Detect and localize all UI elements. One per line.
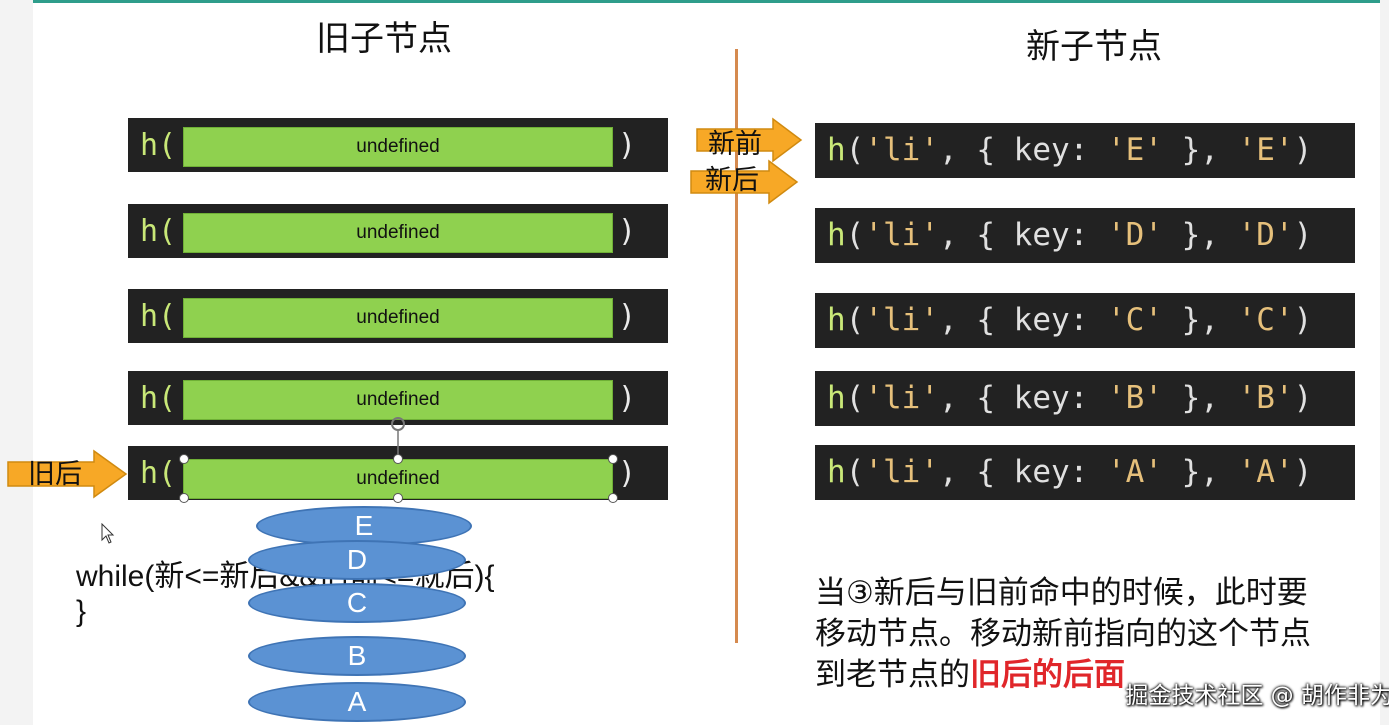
code-token: )	[1293, 380, 1313, 416]
undefined-bar: undefined	[183, 380, 613, 420]
old-vnode-row: h( undefined )	[128, 118, 668, 172]
undefined-bar: undefined	[183, 127, 613, 167]
code-token: , { key:	[939, 302, 1107, 338]
code-token: )	[1293, 132, 1313, 168]
code-token: },	[1162, 380, 1238, 416]
code-token: 'B'	[1237, 380, 1294, 416]
old-row-fn: h(	[140, 456, 177, 491]
resize-handle[interactable]	[393, 454, 403, 464]
code-token: 'C'	[1237, 302, 1294, 338]
undefined-bar: undefined	[183, 213, 613, 253]
code-token: 'D'	[1106, 217, 1163, 253]
code-token: 'li'	[864, 132, 939, 168]
resize-handle[interactable]	[393, 493, 403, 503]
new-back-arrow-icon	[690, 159, 799, 205]
old-vnode-row: h( undefined )	[128, 446, 668, 500]
code-token: 'li'	[864, 217, 939, 253]
node-ellipse-b[interactable]: B	[248, 636, 466, 676]
mouse-cursor-icon	[101, 523, 115, 544]
code-token: 'li'	[864, 454, 939, 490]
slide: 旧子节点 新子节点 h( undefined ) h( undefined ) …	[7, 0, 1389, 725]
rotate-handle-icon[interactable]	[387, 415, 409, 455]
code-token: 'D'	[1237, 217, 1294, 253]
code-token: 'E'	[1237, 132, 1294, 168]
new-vnode-row: h('li', { key: 'C' }, 'C')	[815, 293, 1355, 348]
code-token: h	[827, 132, 846, 168]
code-token: (	[845, 454, 865, 490]
code-token: )	[1293, 302, 1313, 338]
old-row-fn: h(	[140, 381, 177, 416]
old-row-fn: h(	[140, 214, 177, 249]
code-token: , { key:	[939, 380, 1107, 416]
code-token: 'li'	[864, 380, 939, 416]
old-row-close: )	[618, 128, 637, 163]
old-vnode-row: h( undefined )	[128, 289, 668, 343]
code-token: h	[827, 380, 846, 416]
code-token: },	[1162, 217, 1238, 253]
note-text: 当③新后与旧前命中的时候，此时要移动节点。移动新前指向的这个节点到老节点的	[815, 575, 1311, 693]
code-token: 'E'	[1106, 132, 1163, 168]
old-row-fn: h(	[140, 128, 177, 163]
new-front-label: 新前	[708, 129, 762, 160]
old-children-title: 旧子节点	[316, 19, 452, 59]
explanation-note: 当③新后与旧前命中的时候，此时要移动节点。移动新前指向的这个节点到老节点的旧后的…	[815, 573, 1315, 696]
old-vnode-row: h( undefined )	[128, 204, 668, 258]
code-token: 'A'	[1237, 454, 1294, 490]
code-token: h	[827, 217, 846, 253]
old-vnode-row: h( undefined )	[128, 371, 668, 425]
resize-handle[interactable]	[179, 454, 189, 464]
code-token: )	[1293, 217, 1313, 253]
note-highlight: 旧后的后面	[970, 657, 1125, 693]
old-row-close: )	[618, 214, 637, 249]
code-token: , { key:	[939, 217, 1107, 253]
code-token: },	[1162, 302, 1238, 338]
node-ellipse-c[interactable]: C	[248, 583, 466, 623]
old-row-close: )	[618, 299, 637, 334]
while-loop-close: }	[76, 595, 87, 628]
old-back-label: 旧后	[28, 459, 82, 490]
code-token: },	[1162, 454, 1238, 490]
old-row-close: )	[618, 456, 637, 491]
resize-handle[interactable]	[608, 454, 618, 464]
old-row-close: )	[618, 381, 637, 416]
code-token: 'B'	[1106, 380, 1163, 416]
code-token: 'C'	[1106, 302, 1163, 338]
old-back-arrow-icon	[7, 449, 128, 499]
new-front-arrow-icon	[696, 117, 803, 163]
new-vnode-row: h('li', { key: 'D' }, 'D')	[815, 208, 1355, 263]
node-ellipse-a[interactable]: A	[248, 682, 466, 722]
code-token: (	[845, 302, 865, 338]
code-token: , { key:	[939, 132, 1107, 168]
code-token: },	[1162, 132, 1238, 168]
new-back-label: 新后	[705, 165, 759, 196]
code-token: )	[1293, 454, 1313, 490]
code-token: (	[845, 217, 865, 253]
new-vnode-row: h('li', { key: 'A' }, 'A')	[815, 445, 1355, 500]
code-token: (	[845, 132, 865, 168]
new-vnode-row: h('li', { key: 'B' }, 'B')	[815, 371, 1355, 426]
new-children-title: 新子节点	[1026, 27, 1162, 67]
code-token: h	[827, 302, 846, 338]
node-ellipse-d[interactable]: D	[248, 540, 466, 580]
resize-handle[interactable]	[179, 493, 189, 503]
watermark: 掘金技术社区 @ 胡作非为	[1125, 683, 1389, 709]
code-token: 'li'	[864, 302, 939, 338]
code-token: (	[845, 380, 865, 416]
new-vnode-row: h('li', { key: 'E' }, 'E')	[815, 123, 1355, 178]
resize-handle[interactable]	[608, 493, 618, 503]
old-row-fn: h(	[140, 299, 177, 334]
column-divider	[735, 49, 738, 643]
code-token: h	[827, 454, 846, 490]
code-token: 'A'	[1106, 454, 1163, 490]
code-token: , { key:	[939, 454, 1107, 490]
undefined-bar: undefined	[183, 298, 613, 338]
